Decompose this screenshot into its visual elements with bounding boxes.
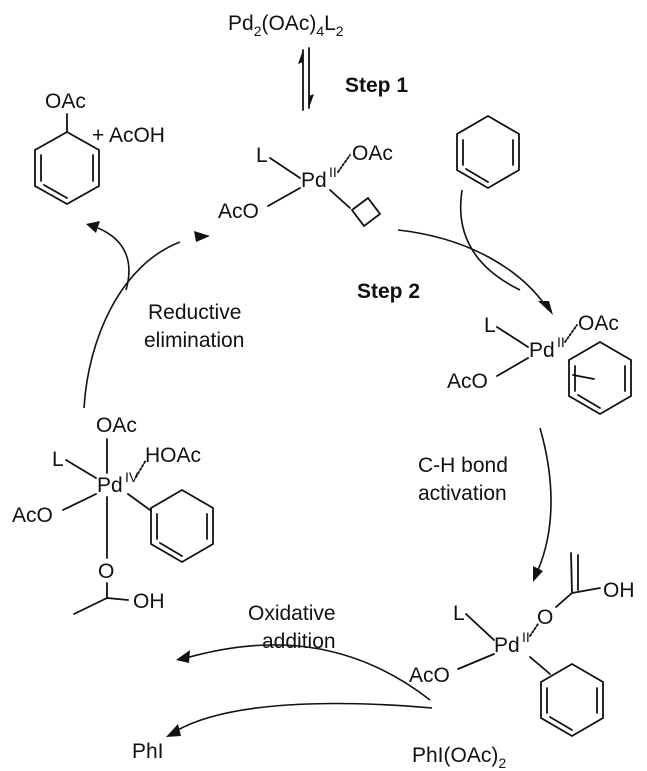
- svg-text:Pd: Pd: [529, 339, 555, 362]
- phenyl-acetate-structure: OAc: [34, 90, 100, 206]
- equilibrium-arrows: [298, 47, 314, 111]
- product-oac: OAc: [45, 90, 86, 113]
- svg-text:OH: OH: [603, 579, 635, 602]
- svg-text:L: L: [453, 602, 465, 625]
- ch-activation-label-2: activation: [418, 482, 507, 505]
- oxidative-addition-label-2: addition: [262, 630, 336, 653]
- svg-text:II: II: [522, 629, 530, 645]
- oxidant-formula: PhI(OAc)2: [412, 744, 506, 771]
- svg-text:II: II: [329, 164, 337, 180]
- svg-text:AcO: AcO: [218, 200, 259, 223]
- oxidative-addition-label-1: Oxidative: [248, 602, 336, 625]
- svg-text:O: O: [537, 606, 553, 629]
- svg-text:L: L: [484, 314, 496, 337]
- reductive-elimination-arrows: [83, 221, 210, 409]
- svg-text:O: O: [98, 560, 114, 583]
- byproduct-phi: PhI: [132, 740, 164, 763]
- svg-text:AcO: AcO: [447, 370, 488, 393]
- benzene-structure: [456, 114, 520, 190]
- step-1-label: Step 1: [345, 74, 408, 97]
- reductive-elimination-label-1: Reductive: [148, 301, 241, 324]
- ch-activation-arrow: [533, 427, 552, 582]
- svg-text:OAc: OAc: [96, 414, 137, 437]
- reductive-elimination-label-2: elimination: [144, 329, 244, 352]
- oxidative-addition-arrows: [166, 644, 433, 737]
- vacant-site-box: [350, 196, 382, 228]
- svg-text:AcO: AcO: [12, 504, 53, 527]
- svg-text:II: II: [557, 334, 565, 350]
- step-2-label: Step 2: [357, 280, 420, 303]
- svg-text:Pd: Pd: [494, 634, 520, 657]
- pd-phenyl-complex: L Pd II AcO O OH: [409, 552, 635, 738]
- svg-text:Pd: Pd: [97, 474, 123, 497]
- svg-text:OAc: OAc: [352, 142, 393, 165]
- pd-vacant-complex: L Pd II OAc AcO: [218, 142, 393, 228]
- precursor-formula: Pd2(OAc)4L2: [228, 12, 344, 39]
- pd-arene-complex: L Pd II OAc AcO: [447, 312, 632, 416]
- svg-text:OAc: OAc: [578, 312, 619, 335]
- svg-text:AcO: AcO: [409, 664, 450, 687]
- svg-text:Pd: Pd: [301, 169, 327, 192]
- svg-text:HOAc: HOAc: [145, 444, 201, 467]
- svg-text:L: L: [52, 448, 64, 471]
- step-2-arrow: [397, 189, 553, 315]
- pd-iv-complex: OAc L Pd IV HOAc AcO O OH: [12, 414, 214, 615]
- svg-text:OH: OH: [133, 590, 165, 613]
- product-acoh: + AcOH: [92, 124, 165, 147]
- svg-text:IV: IV: [125, 469, 139, 485]
- svg-text:L: L: [256, 144, 268, 167]
- ch-activation-label-1: C-H bond: [418, 454, 508, 477]
